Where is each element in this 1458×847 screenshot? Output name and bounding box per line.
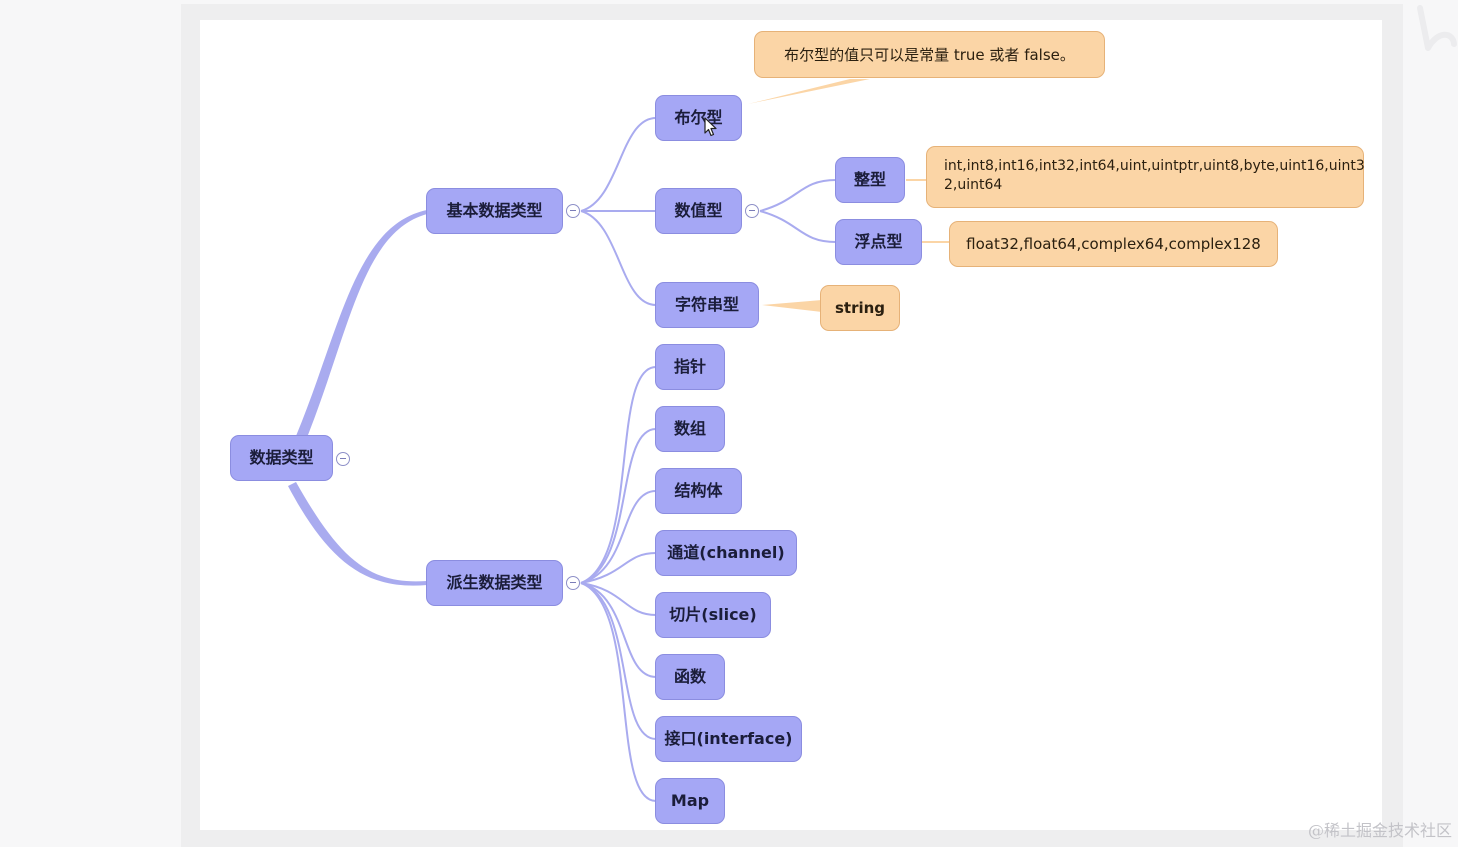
link-derived-pointer — [580, 366, 657, 584]
note-integer-line2: 2,uint64 — [944, 177, 1003, 193]
corner-decoration — [1417, 5, 1457, 51]
node-map[interactable]: Map — [655, 778, 725, 824]
node-channel[interactable]: 通道(channel) — [655, 530, 797, 576]
link-derived-interface — [580, 582, 657, 740]
link-basic-string — [580, 210, 657, 306]
node-derived-types[interactable]: 派生数据类型 — [426, 560, 563, 606]
note-string: string — [820, 285, 900, 331]
node-float[interactable]: 浮点型 — [835, 219, 922, 265]
link-derived-struct — [580, 490, 657, 584]
mouse-cursor-icon — [704, 117, 717, 137]
link-root-basic — [296, 210, 427, 440]
link-string-note — [762, 300, 822, 312]
node-string[interactable]: 字符串型 — [655, 282, 759, 328]
node-integer[interactable]: 整型 — [835, 157, 905, 203]
collapse-toggle-icon[interactable] — [566, 576, 580, 590]
node-root[interactable]: 数据类型 — [230, 435, 333, 481]
collapse-toggle-icon[interactable] — [566, 204, 580, 218]
node-numeric[interactable]: 数值型 — [655, 188, 742, 234]
note-integer-line1: int,int8,int16,int32,int64,uint,uintptr,… — [944, 158, 1365, 174]
link-derived-slice — [580, 582, 657, 616]
node-bool[interactable]: 布尔型 — [655, 95, 742, 141]
link-basic-bool — [580, 117, 657, 212]
node-pointer[interactable]: 指针 — [655, 344, 725, 390]
link-bool-note — [748, 79, 870, 104]
node-basic-types[interactable]: 基本数据类型 — [426, 188, 563, 234]
collapse-toggle-icon[interactable] — [745, 204, 759, 218]
link-numeric-float — [759, 210, 837, 243]
note-integer: int,int8,int16,int32,int64,uint,uintptr,… — [926, 146, 1365, 208]
link-numeric-integer — [759, 179, 837, 212]
node-interface[interactable]: 接口(interface) — [655, 716, 802, 762]
link-derived-array — [580, 428, 657, 584]
node-slice[interactable]: 切片(slice) — [655, 592, 771, 638]
node-struct[interactable]: 结构体 — [655, 468, 742, 514]
collapse-toggle-icon[interactable] — [336, 452, 350, 466]
node-func[interactable]: 函数 — [655, 654, 725, 700]
note-bool: 布尔型的值只可以是常量 true 或者 false。 — [754, 31, 1105, 78]
node-array[interactable]: 数组 — [655, 406, 725, 452]
watermark: @稀土掘金技术社区 — [1307, 821, 1452, 840]
link-root-derived — [288, 482, 427, 586]
link-derived-map — [580, 582, 657, 802]
link-derived-func — [580, 582, 657, 678]
note-float: float32,float64,complex64,complex128 — [949, 221, 1278, 267]
link-derived-channel — [580, 552, 657, 584]
